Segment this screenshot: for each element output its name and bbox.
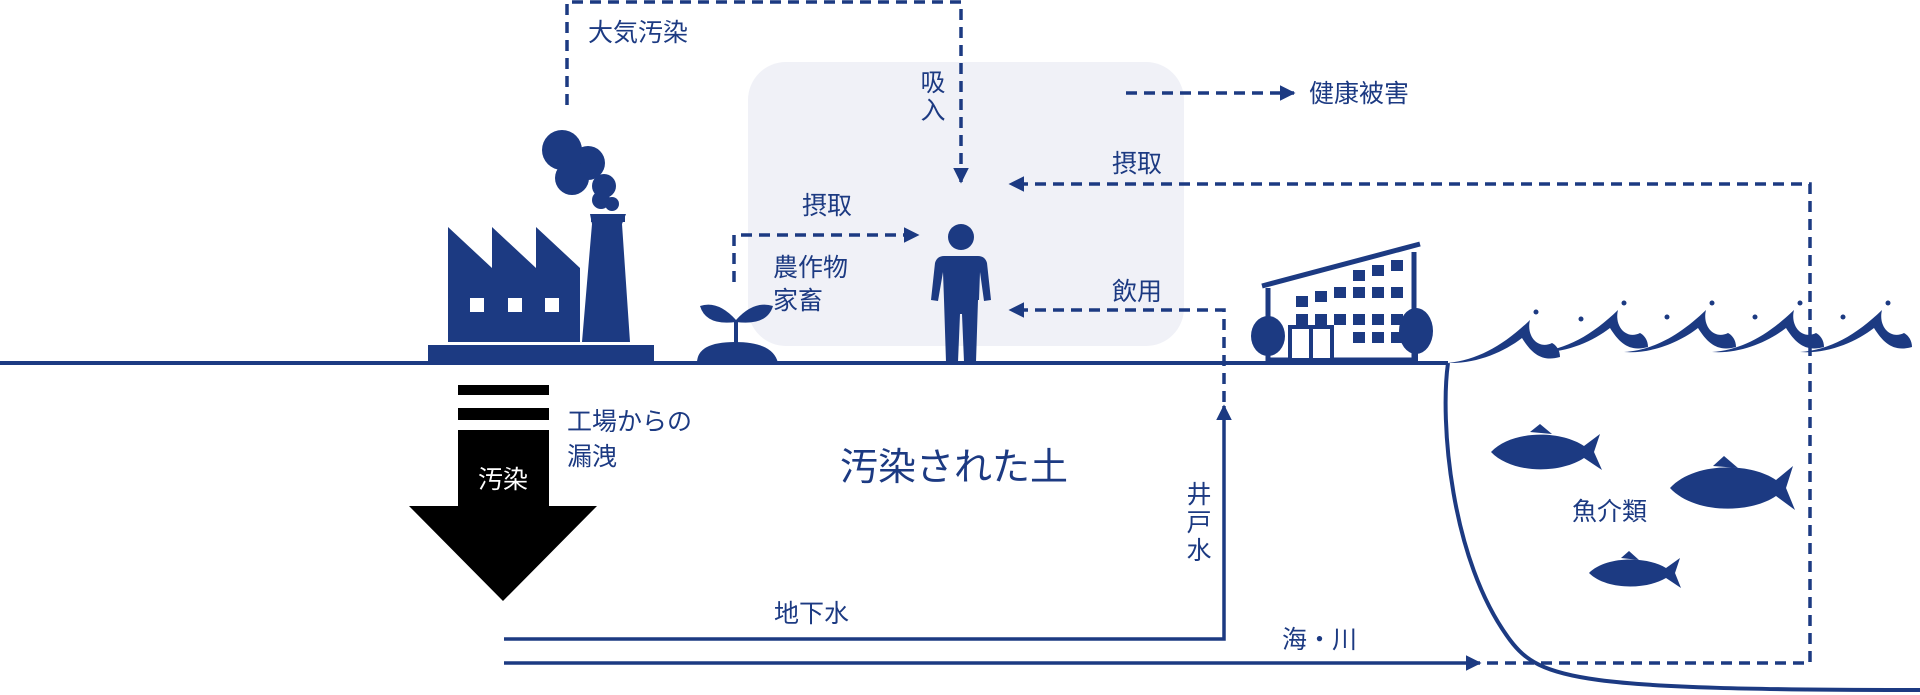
health-damage-label: 健康被害: [1309, 79, 1409, 108]
factory-leak-label-1: 工場からの: [567, 407, 692, 436]
person-icon: [931, 224, 991, 362]
building-icon: [1251, 241, 1433, 363]
crops-label-1: 農作物: [773, 253, 848, 282]
contamination-label: 汚染: [478, 465, 528, 494]
air-pollution-label: 大気汚染: [588, 18, 688, 47]
inhalation-label-2: 入: [920, 96, 945, 125]
drinking-path: [1008, 302, 1226, 402]
fish-icon: [1491, 424, 1602, 470]
well-water-label-1: 井: [1186, 480, 1211, 509]
contaminated-soil-label: 汚染された土: [840, 445, 1068, 489]
seafood-intake-label: 摂取: [1112, 149, 1162, 178]
groundwater-label: 地下水: [774, 599, 849, 628]
fish-icon: [1589, 551, 1681, 588]
sea-river-label: 海・川: [1282, 625, 1357, 654]
well-water-label-2: 戸: [1186, 508, 1211, 537]
crops-intake-path: [732, 227, 920, 282]
inhalation-label-1: 吸: [920, 68, 945, 97]
waves-icon: [1448, 300, 1912, 364]
well-water-label-3: 水: [1186, 536, 1211, 565]
fish-icon: [1670, 456, 1795, 510]
groundwater-well-path: [504, 404, 1232, 641]
factory-icon: [428, 130, 654, 361]
air-pollution-path: [565, 0, 969, 184]
factory-leak-label-2: 漏洩: [567, 442, 617, 471]
crops-intake-label: 摂取: [802, 191, 852, 220]
crops-label-2: 家畜: [773, 286, 823, 315]
shore-line: [1443, 362, 1920, 692]
seafood-intake-path: [1008, 176, 1812, 665]
seedling-icon: [697, 304, 778, 363]
contamination-arrow: [409, 385, 597, 601]
human-zone-panel: [748, 62, 1184, 346]
seafood-label: 魚介類: [1572, 497, 1647, 526]
drinking-label: 飲用: [1112, 277, 1162, 306]
